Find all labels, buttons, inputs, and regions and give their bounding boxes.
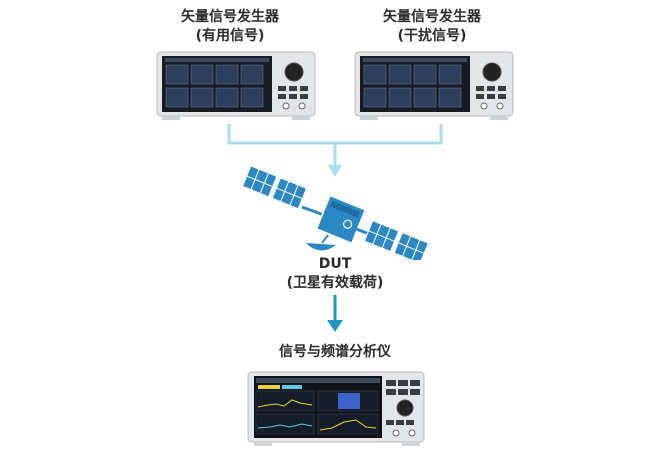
dut-subtitle: (卫星有效载荷) <box>286 275 384 291</box>
spectrum-analyzer <box>246 370 428 448</box>
dut-title: DUT <box>318 256 352 272</box>
left-signal-generator <box>156 50 318 122</box>
left-generator-subtitle: (有用信号) <box>195 28 265 44</box>
left-generator-label: 矢量信号发生器 (有用信号) <box>160 8 300 46</box>
right-generator-label: 矢量信号发生器 (干扰信号) <box>362 8 502 46</box>
analyzer-title: 信号与频谱分析仪 <box>279 344 391 360</box>
right-generator-subtitle: (干扰信号) <box>397 28 467 44</box>
right-generator-title: 矢量信号发生器 <box>383 9 481 25</box>
satellite-icon <box>236 165 436 260</box>
analyzer-label: 信号与频谱分析仪 <box>235 343 435 362</box>
right-signal-generator <box>354 50 516 122</box>
arrow-to-analyzer <box>327 295 343 332</box>
left-generator-title: 矢量信号发生器 <box>181 9 279 25</box>
combiner-lines <box>227 124 443 165</box>
dut-label: DUT (卫星有效载荷) <box>255 255 415 293</box>
arrow-to-dut <box>328 165 342 177</box>
